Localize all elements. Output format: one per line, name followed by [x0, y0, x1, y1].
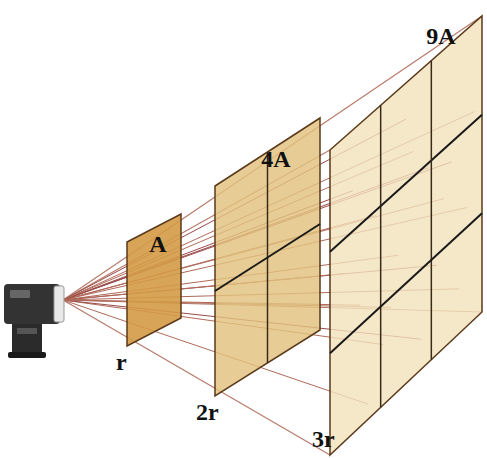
light-panel: A — [127, 214, 181, 346]
distance-label: 2r — [196, 400, 219, 424]
area-label: A — [149, 232, 166, 256]
light-panel: 4A — [215, 118, 320, 396]
light-panel: 9A — [330, 16, 482, 455]
panel-shape — [330, 16, 482, 455]
light-rays — [63, 16, 482, 455]
distance-label: 3r — [312, 427, 335, 451]
flash-unit — [4, 284, 64, 358]
distance-label: r — [116, 350, 127, 374]
area-label: 4A — [261, 147, 290, 171]
area-label: 9A — [426, 24, 455, 48]
